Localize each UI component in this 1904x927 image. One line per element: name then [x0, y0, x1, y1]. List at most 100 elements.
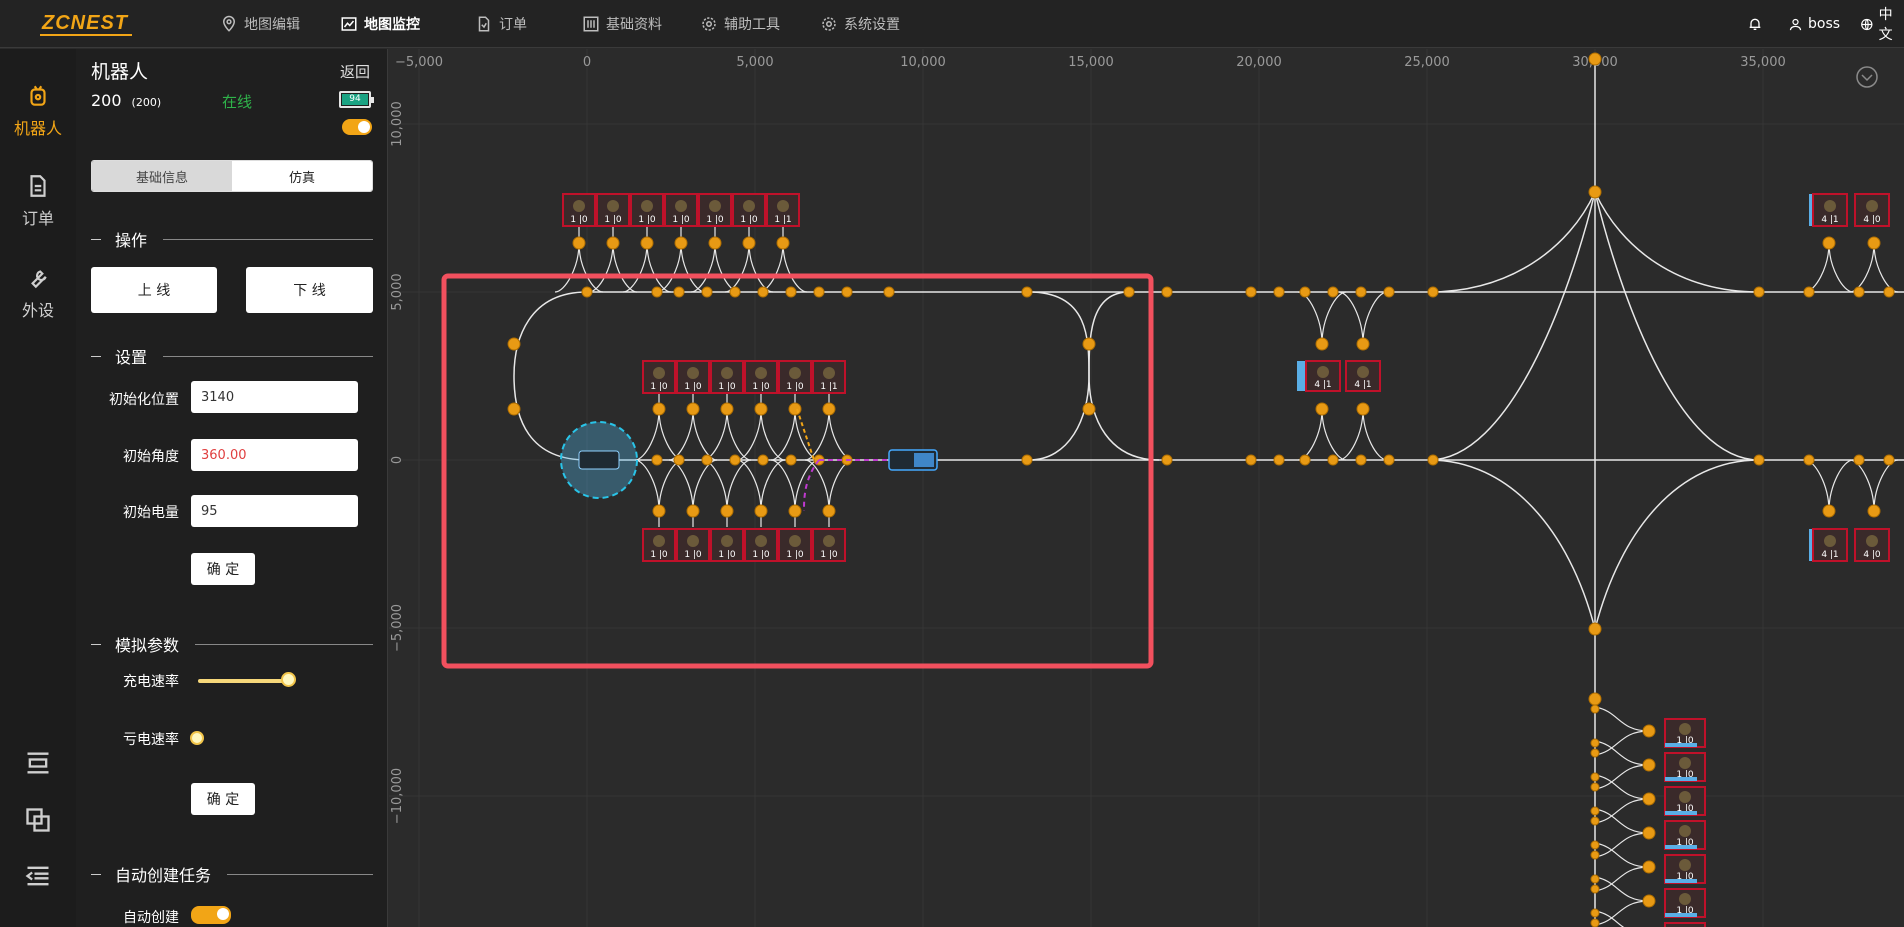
map-node: [1383, 454, 1395, 466]
charge-rate-knob[interactable]: [281, 672, 296, 687]
map-svg[interactable]: −5,00005,00010,00015,00020,00025,00030,0…: [389, 49, 1904, 927]
nav-map-edit[interactable]: 地图编辑: [220, 0, 300, 48]
map-node: [652, 402, 666, 416]
x-tick-label: 5,000: [736, 55, 773, 70]
station-label: 1 |1: [774, 215, 791, 225]
align-icon[interactable]: [24, 749, 52, 777]
station-cargo: [755, 367, 767, 379]
map-node: [686, 402, 700, 416]
settings-confirm-button[interactable]: 确 定: [191, 553, 255, 585]
path-branch: [782, 242, 808, 293]
path-branch: [668, 408, 694, 461]
wrench-icon: [31, 270, 47, 289]
nav-orders[interactable]: 订单: [475, 0, 527, 48]
station-side-bar: [1665, 879, 1697, 883]
station-cargo: [1679, 859, 1691, 871]
station-label: 1 |0: [752, 382, 770, 392]
icon-sidebar: 机器人 订单 外设: [0, 49, 76, 927]
notification-button[interactable]: [1747, 0, 1763, 48]
sidebar-item-robot[interactable]: 机器人: [0, 83, 76, 139]
section-settings: 设置: [91, 346, 373, 367]
station-cargo: [607, 200, 619, 212]
path-branch: [634, 408, 660, 461]
nav-system-settings[interactable]: 系统设置: [820, 0, 900, 48]
path-branch: [1828, 459, 1854, 512]
station-label: 1 |0: [740, 215, 758, 225]
nav-base-data[interactable]: 基础资料: [582, 0, 662, 48]
charge-rate-slider[interactable]: [198, 679, 288, 683]
map-node: [1853, 286, 1865, 298]
station-label: 1 |1: [820, 382, 837, 392]
path-branch: [770, 408, 796, 461]
offline-button[interactable]: 下 线: [246, 267, 373, 313]
map-node: [1273, 454, 1285, 466]
path-branch: [1828, 242, 1854, 293]
x-tick-label: 20,000: [1236, 55, 1282, 70]
path-curve: [1028, 291, 1130, 461]
language-menu[interactable]: 中文: [1860, 0, 1904, 48]
map-node: [1273, 286, 1285, 298]
map-canvas[interactable]: −5,00005,00010,00015,00020,00025,00030,0…: [389, 49, 1904, 927]
init-power-input[interactable]: 95: [191, 495, 358, 527]
station-cargo: [1679, 893, 1691, 905]
sidebar-item-peripherals[interactable]: 外设: [0, 265, 76, 321]
back-button[interactable]: 返回: [340, 63, 371, 81]
station-cargo: [1357, 366, 1369, 378]
drain-rate-knob[interactable]: [190, 731, 204, 745]
map-node: [822, 504, 836, 518]
map-node: [1642, 758, 1656, 772]
map-node: [1590, 874, 1600, 884]
map-node: [1642, 724, 1656, 738]
map-node: [1590, 816, 1600, 826]
path-branch: [828, 459, 854, 512]
map-node: [729, 286, 741, 298]
init-angle-input[interactable]: 360.00: [191, 439, 358, 471]
station-cargo: [709, 200, 721, 212]
station-label: 1 |0: [1676, 906, 1694, 916]
path-curve: [1594, 191, 1760, 293]
station-cargo: [1866, 200, 1878, 212]
station-label: 1 |0: [1676, 736, 1694, 746]
robot-panel: 机器人 返回 200(200) 在线 94 基础信息 仿真 操作 上 线 下 线…: [76, 49, 388, 927]
map-node: [1803, 454, 1815, 466]
path-branch: [1594, 910, 1625, 927]
online-button[interactable]: 上 线: [91, 267, 217, 313]
map-pin-icon: [222, 15, 236, 32]
chevron-down-icon: [1856, 66, 1878, 88]
path-branch: [1594, 866, 1650, 892]
map-node: [841, 286, 853, 298]
map-node: [1355, 454, 1367, 466]
map-node: [1590, 850, 1600, 860]
station-cargo: [823, 367, 835, 379]
station-label: 4 |1: [1821, 215, 1838, 225]
path-branch: [692, 408, 718, 461]
nav-aux-tools[interactable]: 辅助工具: [700, 0, 780, 48]
nav-map-monitor[interactable]: 地图监控: [340, 0, 420, 48]
collapse-menu-icon[interactable]: [24, 862, 52, 890]
path-branch: [828, 408, 854, 461]
battery-level: 94: [342, 94, 368, 105]
tab-simulation[interactable]: 仿真: [232, 161, 372, 191]
tab-basic-info[interactable]: 基础信息: [92, 161, 232, 191]
sim-confirm-button[interactable]: 确 定: [191, 783, 255, 815]
path-curve: [1428, 191, 1596, 293]
sidebar-item-orders[interactable]: 订单: [0, 173, 76, 229]
highlight-box: [441, 273, 1154, 669]
station-side-bar: [1665, 845, 1697, 849]
station-cargo: [755, 535, 767, 547]
map-node: [788, 504, 802, 518]
path-left-loop: [513, 291, 588, 461]
station-label: 1 |0: [718, 382, 736, 392]
station-label: 1 |0: [820, 550, 838, 560]
robot-enable-toggle[interactable]: [342, 119, 372, 135]
map-node: [1753, 454, 1765, 466]
map-node: [776, 236, 790, 250]
map-node: [1642, 860, 1656, 874]
station-cargo: [777, 200, 789, 212]
init-position-input[interactable]: 3140: [191, 381, 358, 413]
layers-icon[interactable]: [24, 806, 52, 834]
map-node: [651, 454, 663, 466]
auto-create-toggle[interactable]: [191, 906, 231, 924]
planned-route: [803, 459, 820, 512]
user-menu[interactable]: boss: [1788, 0, 1840, 48]
